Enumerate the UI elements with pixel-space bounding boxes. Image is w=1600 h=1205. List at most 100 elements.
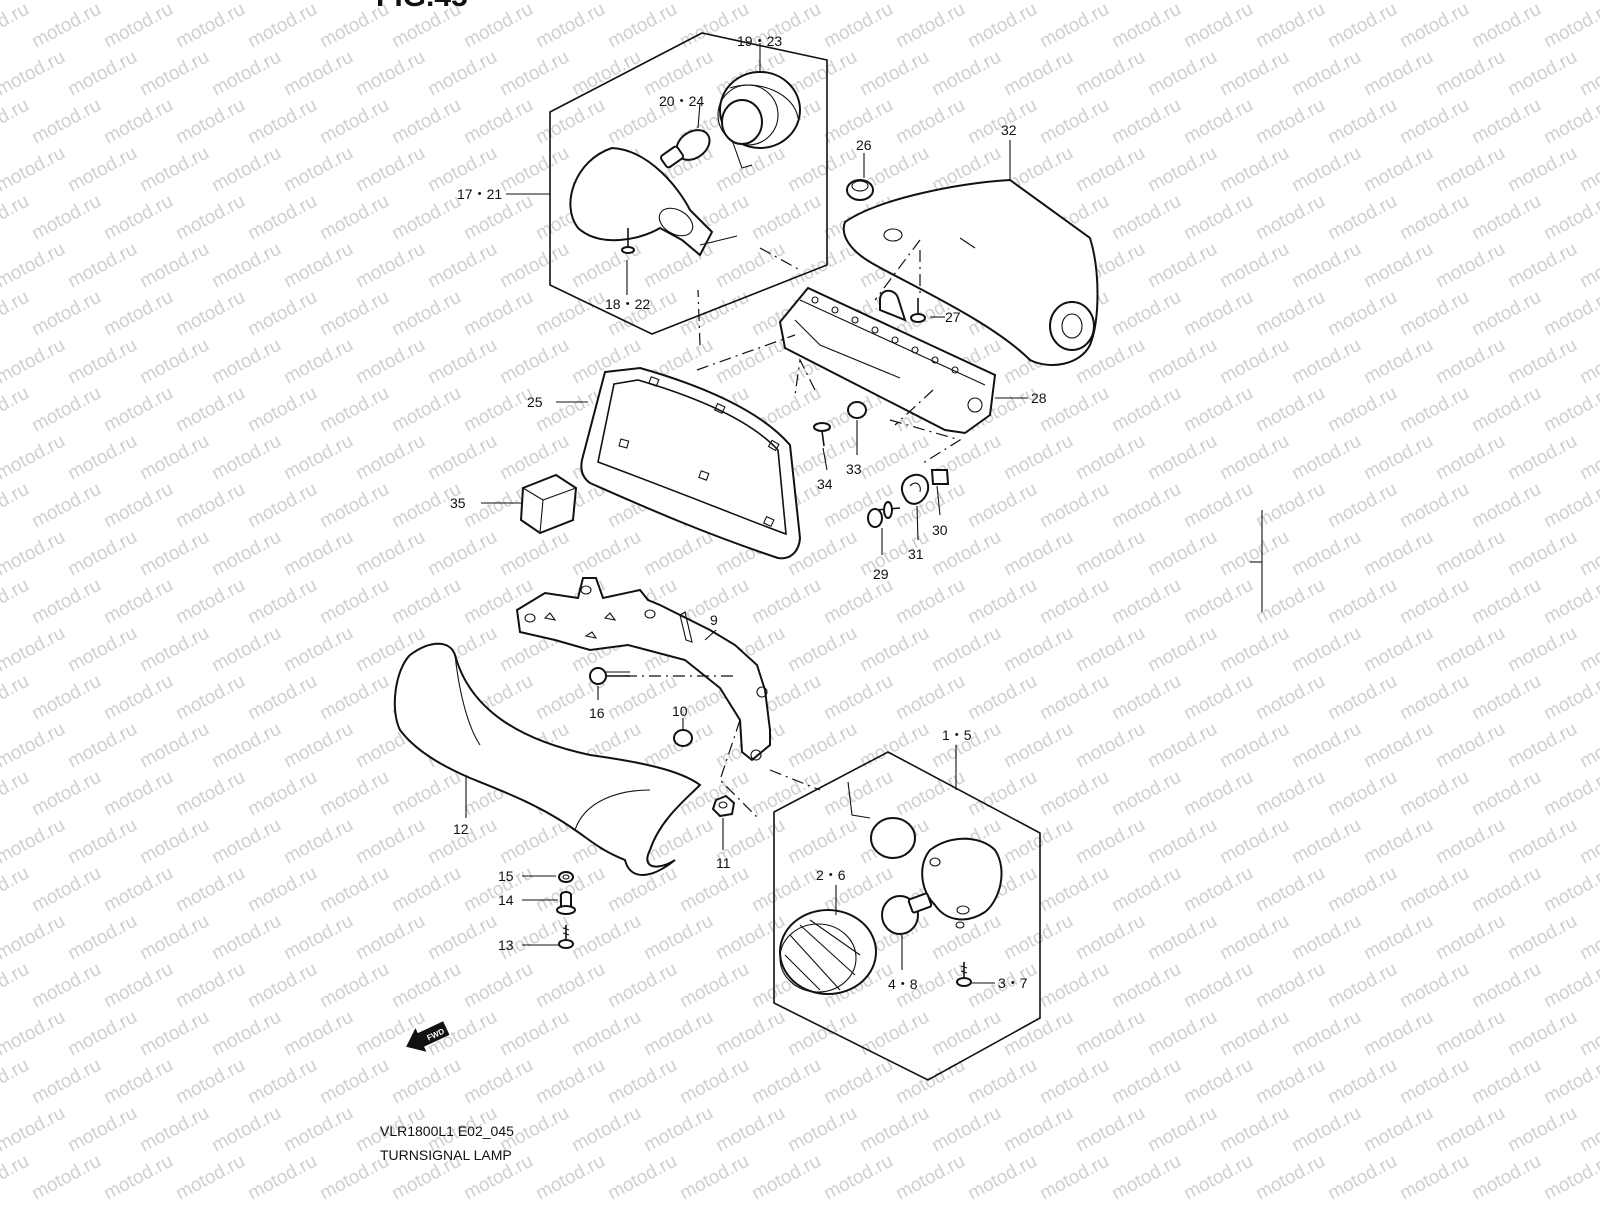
watermark-text: motod.ru [1216,1007,1292,1061]
watermark-text: motod.ru [0,767,33,821]
turn-signal-body-1-5[interactable] [847,781,1003,929]
relay-35[interactable] [519,473,578,535]
clamp-31[interactable] [901,473,930,505]
watermark-text: motod.ru [1324,767,1400,821]
watermark-text: motod.ru [1252,1055,1328,1109]
watermark-text: motod.ru [1144,623,1220,677]
watermark-text: motod.ru [1288,623,1364,677]
watermark-text: motod.ru [1432,47,1508,101]
watermark-text: motod.ru [208,911,284,965]
watermark-text: motod.ru [1396,479,1472,533]
watermark-text: motod.ru [460,287,536,341]
callout-12: 12 [453,821,469,837]
screw-3-7[interactable] [956,962,972,987]
watermark-text: motod.ru [1504,335,1580,389]
watermark-text: motod.ru [1324,575,1400,629]
watermark-text: motod.ru [1468,383,1544,437]
fwd-arrow: FWD [406,1021,450,1052]
watermark-text: motod.ru [280,623,356,677]
watermark-text: motod.ru [964,575,1040,629]
watermark-text: motod.ru [1468,959,1544,1013]
watermark-text: motod.ru [856,0,932,4]
callout-11: 11 [716,855,731,871]
watermark-text: motod.ru [28,1151,104,1200]
watermark-text: motod.ru [352,239,428,293]
watermark-text: motod.ru [856,719,932,773]
screw-29[interactable] [867,501,901,528]
watermark-text: motod.ru [1540,671,1600,725]
plate-25[interactable] [580,366,802,560]
watermark-text: motod.ru [1468,1055,1544,1109]
watermark-text: motod.ru [712,1007,788,1061]
watermark-text: motod.ru [244,575,320,629]
watermark-text: motod.ru [0,671,33,725]
watermark-text: motod.ru [928,1007,1004,1061]
rubber-10[interactable] [673,729,693,747]
model-code: VLR1800L1 E02_045 [380,1123,514,1139]
watermark-text: motod.ru [136,911,212,965]
watermark-text: motod.ru [1468,95,1544,149]
callout-14: 14 [498,892,514,908]
watermark-text: motod.ru [1504,911,1580,965]
watermark-text: motod.ru [1216,1103,1292,1157]
watermark-text: motod.ru [1504,47,1580,101]
bulb-20-24[interactable] [659,124,715,169]
watermark-text: motod.ru [100,95,176,149]
watermark-text: motod.ru [100,767,176,821]
watermark-text: motod.ru [1324,1151,1400,1200]
bracket-9[interactable] [515,577,771,762]
cover-12[interactable] [393,642,702,876]
watermark-text: motod.ru [496,143,572,197]
watermark-text: motod.ru [244,383,320,437]
watermark-text: motod.ru [1432,623,1508,677]
leader-lines [465,43,1028,984]
watermark-text: motod.ru [1432,239,1508,293]
washer-15[interactable] [558,871,574,883]
bracket-28[interactable] [778,286,997,435]
rubber-33[interactable] [847,401,867,419]
watermark-text: motod.ru [64,335,140,389]
watermark-text: motod.ru [1396,1151,1472,1200]
watermark-text: motod.ru [280,527,356,581]
watermark-text: motod.ru [136,335,212,389]
watermark-text: motod.ru [1540,191,1600,245]
watermark-text: motod.ru [820,1055,896,1109]
screw-13[interactable] [558,925,574,949]
turn-signal-lens-2-6[interactable] [779,909,877,995]
collar-14[interactable] [556,891,576,915]
callout-3-7: 3・7 [998,975,1028,991]
watermark-text: motod.ru [1288,911,1364,965]
watermark-text: motod.ru [244,767,320,821]
watermark-text: motod.ru [1396,959,1472,1013]
watermark-text: motod.ru [1180,479,1256,533]
watermark-text: motod.ru [64,143,140,197]
watermark-text: motod.ru [748,575,824,629]
bolt-27[interactable] [910,298,926,323]
grommet-26[interactable] [846,179,874,201]
lamp-housing-32[interactable] [842,178,1099,366]
watermark-text: motod.ru [208,719,284,773]
watermark-text: motod.ru [352,47,428,101]
callout-2-6: 2・6 [816,867,846,883]
watermark-text: motod.ru [460,383,536,437]
watermark-text: motod.ru [856,1103,932,1157]
nut-11[interactable] [711,794,736,818]
cushion-30[interactable] [930,469,950,485]
screw-18-22[interactable] [621,228,635,254]
callout-20-24: 20・24 [659,93,704,109]
screw-34[interactable] [813,422,831,447]
watermark-text: motod.ru [1252,0,1328,52]
watermark-text: motod.ru [1396,0,1472,52]
lamp-lens-17-21[interactable] [569,146,738,257]
watermark-text: motod.ru [1072,1103,1148,1157]
callout-10: 10 [672,703,688,719]
watermark-text: motod.ru [0,47,69,101]
watermark-text: motod.ru [568,239,644,293]
watermark-text: motod.ru [1108,575,1184,629]
watermark-text: motod.ru [0,623,69,677]
bulb-socket-19-23[interactable] [717,71,801,169]
watermark-text: motod.ru [28,191,104,245]
bolt-16[interactable] [589,667,630,685]
watermark-text: motod.ru [532,1151,608,1200]
bulb-4-8[interactable] [881,892,933,935]
